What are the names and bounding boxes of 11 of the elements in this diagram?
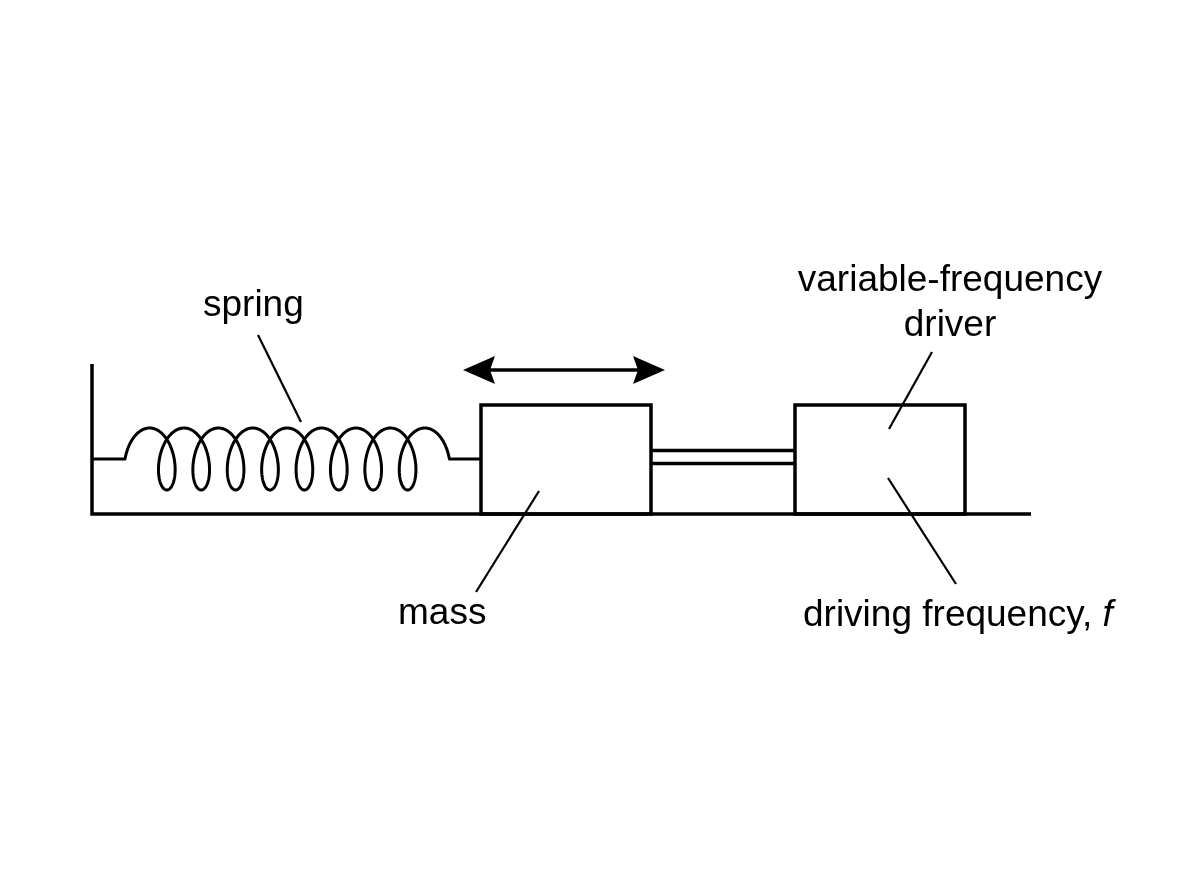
leader-line <box>887 477 957 585</box>
leader-line <box>888 351 933 430</box>
part-label: spring <box>203 281 304 326</box>
connecting-rod <box>649 448 797 466</box>
leader-line <box>257 334 302 423</box>
part-label: mass <box>398 589 487 634</box>
leader-line <box>475 490 540 593</box>
drive-block <box>793 403 967 516</box>
sliding-block <box>479 403 653 516</box>
part-label: variable-frequency driver <box>790 256 1110 346</box>
helical-coil <box>92 426 481 492</box>
